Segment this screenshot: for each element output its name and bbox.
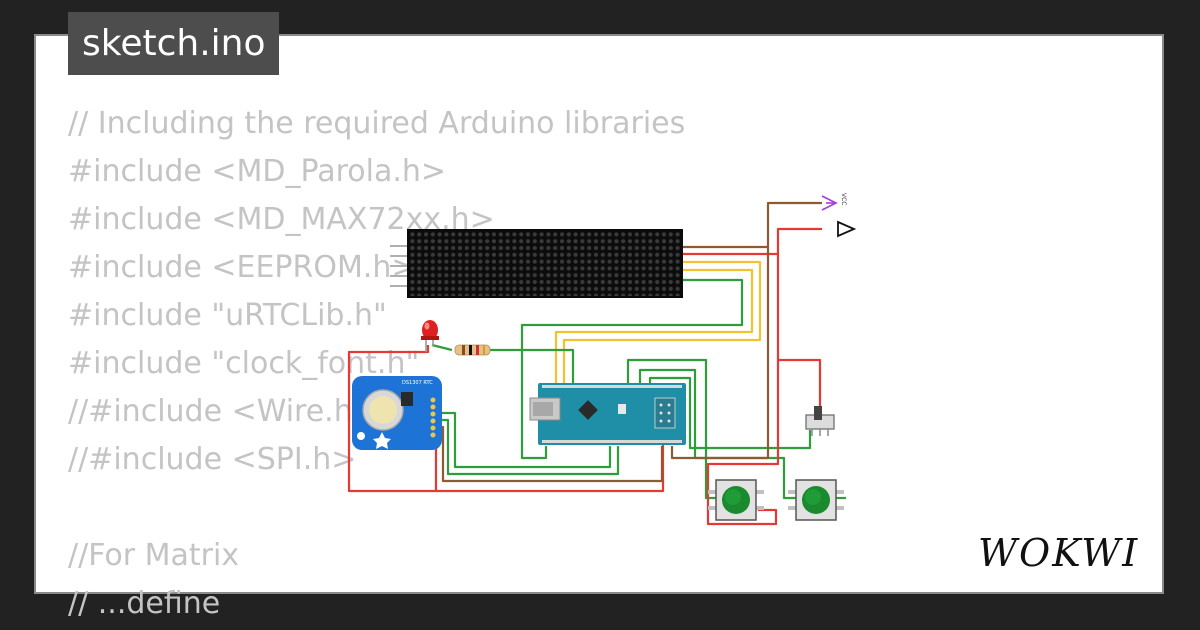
wire-led-anode	[431, 343, 453, 352]
preview-card	[34, 34, 1164, 594]
wire-rtc-sda	[440, 411, 612, 469]
rtc-label: DS1307 RTC	[402, 380, 433, 386]
wire-matrix-clk	[520, 278, 744, 460]
wire-resistor-nano	[490, 348, 575, 384]
code-line: #include "uRTCLib.h"	[68, 298, 387, 333]
wokwi-logo-text: WOKWI	[978, 531, 1139, 575]
resistor	[454, 344, 491, 356]
push-button-2[interactable]	[788, 479, 844, 521]
wokwi-logo: WOKWI	[978, 531, 1139, 575]
red-led[interactable]	[421, 320, 439, 352]
code-line: #include <EEPROM.h>	[68, 250, 417, 285]
code-line: // ...define	[68, 586, 221, 621]
code-preview: // Including the required Arduino librar…	[68, 100, 685, 628]
arduino-nano[interactable]	[529, 383, 686, 445]
led-matrix[interactable]	[407, 229, 683, 298]
wire-gnd-switch	[778, 358, 822, 416]
vcc-label: VCC	[840, 193, 847, 205]
file-name: sketch.ino	[82, 23, 266, 64]
push-button-1[interactable]	[708, 479, 764, 521]
code-line: #include "clock_font.h"	[68, 346, 420, 381]
wire-gnd-rail	[706, 254, 780, 526]
wire-led-gnd	[347, 345, 665, 493]
wire-vcc-rail	[670, 247, 770, 460]
wire-rtc-scl	[440, 418, 620, 476]
code-line: //For Matrix	[68, 538, 240, 573]
wire-matrix-gnd	[682, 227, 822, 256]
wire-matrix-din	[562, 260, 762, 384]
file-name-tab[interactable]: sketch.ino	[68, 12, 280, 75]
rtc-module[interactable]: DS1307 RTC	[352, 376, 442, 450]
wire-nano-switch	[648, 376, 812, 450]
wire-nano-button1	[626, 358, 716, 500]
code-line: #include <MD_Parola.h>	[68, 154, 447, 189]
code-line: //#include <SPI.h>	[68, 442, 357, 477]
vcc-symbol: VCC	[821, 193, 847, 211]
matrix-input-pins	[390, 245, 408, 287]
wire-matrix-vcc	[682, 201, 822, 249]
ground-symbol	[837, 220, 857, 238]
code-line: // Including the required Arduino librar…	[68, 106, 686, 141]
slide-switch[interactable]	[805, 406, 835, 436]
